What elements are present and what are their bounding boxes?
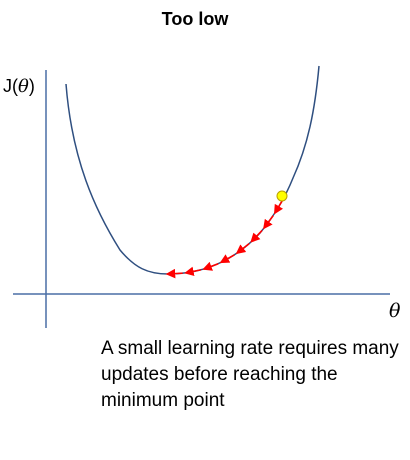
cost-curve <box>65 65 320 275</box>
gradient-step-arrow <box>235 242 250 255</box>
y-axis-label-suffix: ) <box>28 76 35 96</box>
y-axis-label: J(θ) <box>3 76 35 97</box>
start-point <box>276 190 288 202</box>
gradient-step-arrow <box>184 266 202 277</box>
gradient-step-arrow <box>273 199 284 215</box>
gradient-step-arrow <box>202 261 219 271</box>
diagram-title: Too low <box>161 9 229 29</box>
gradient-step-arrow <box>263 215 274 230</box>
gradient-step-arrow <box>250 229 263 243</box>
x-axis-label: θ <box>389 300 401 322</box>
gradient-steps <box>165 199 284 279</box>
caption-text: A small learning rate requires many upda… <box>101 338 399 411</box>
y-axis-label-symbol: θ <box>18 76 29 97</box>
gradient-step-arrow <box>165 268 183 279</box>
y-axis-label-prefix: J( <box>3 76 18 96</box>
gradient-step-arrow <box>219 254 235 264</box>
